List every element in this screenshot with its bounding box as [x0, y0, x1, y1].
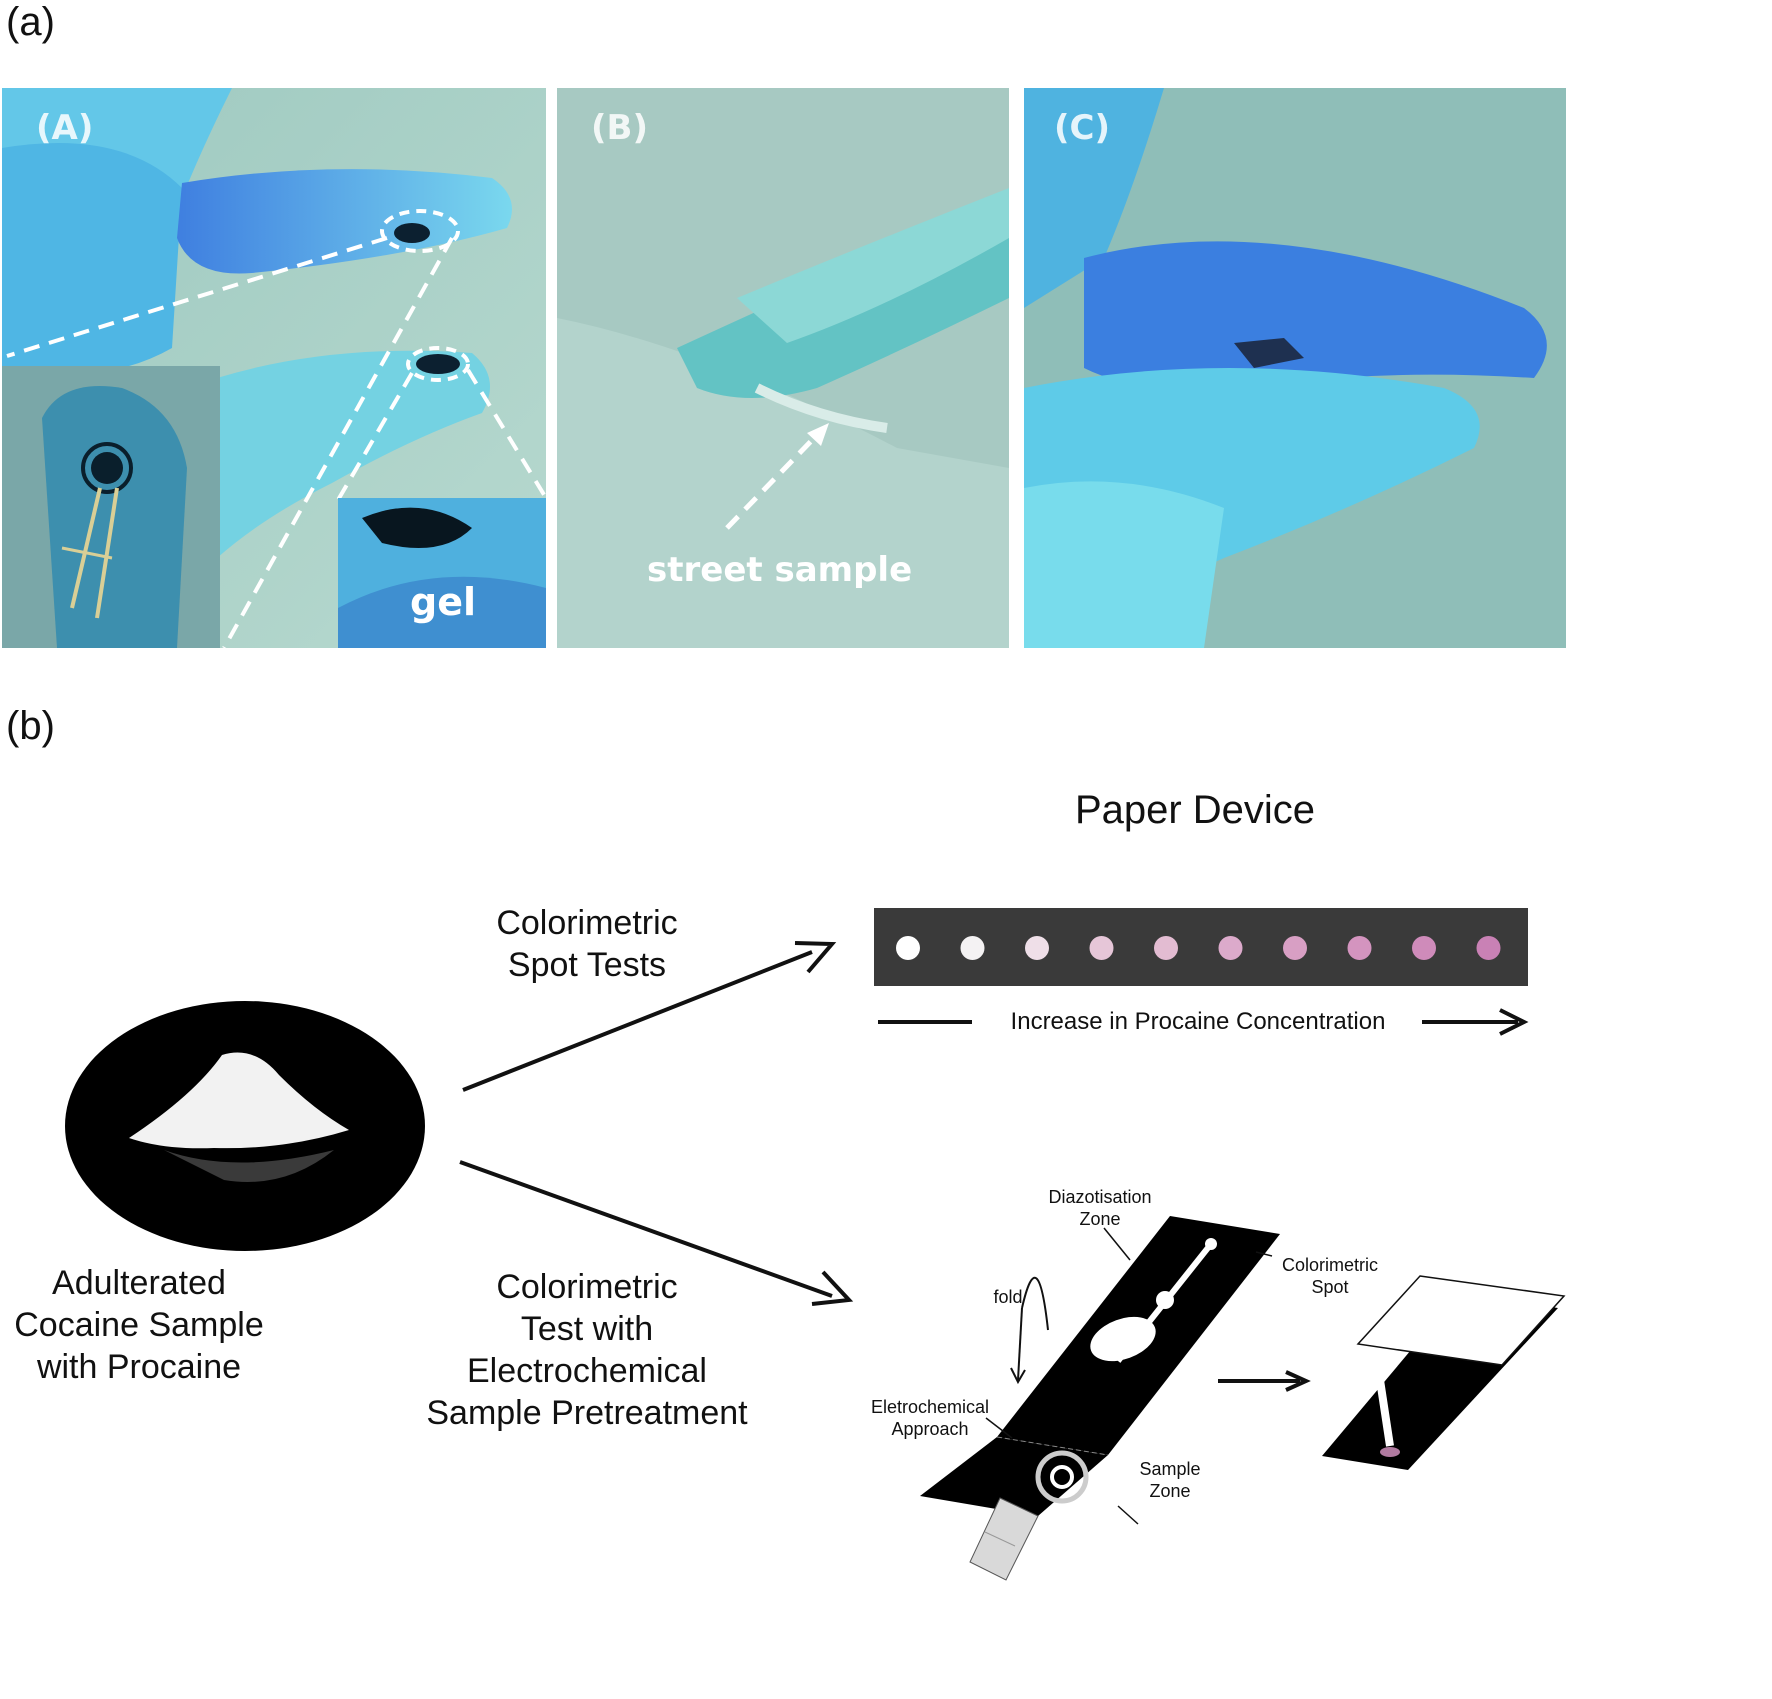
concentration-arrow-head — [1499, 1008, 1529, 1036]
spot-test-dot — [1025, 936, 1049, 960]
arrow-head — [811, 1270, 854, 1306]
photo-b-tag: (B) — [591, 108, 648, 148]
route-bottom-line: Colorimetric — [496, 1268, 678, 1306]
route-bottom-line: Sample Pretreatment — [426, 1394, 748, 1432]
diazotisation-label-line: Zone — [1079, 1209, 1121, 1229]
spot-test-dot — [1283, 936, 1307, 960]
photo-a-illustration — [2, 88, 546, 648]
colorimetric-spot-label-line: Colorimetric — [1281, 1255, 1378, 1275]
paper-device-diagram — [920, 1216, 1566, 1581]
route-bottom-label: Colorimetric Test with Electrochemical S… — [400, 1266, 774, 1434]
spot-test-dot — [1089, 936, 1114, 960]
cocaine-sample-image — [65, 1001, 425, 1251]
spot-test-dot — [1218, 936, 1243, 960]
photo-panel-c: (C) — [1024, 88, 1566, 648]
street-sample-label: street sample — [647, 550, 913, 590]
electrochemical-label-line: Eletrochemical — [870, 1397, 990, 1417]
gel-label: gel — [410, 580, 476, 624]
photo-a-tag: (A) — [36, 108, 94, 148]
device-folded-flap — [1356, 1275, 1566, 1366]
spot-test-dot — [1347, 936, 1372, 960]
electrochemical-approach-label: Eletrochemical Approach — [866, 1396, 994, 1440]
sample-zone-label-line: Zone — [1149, 1481, 1191, 1501]
photo-c-illustration — [1024, 88, 1566, 648]
spot-test-dot — [1476, 936, 1501, 960]
part-b-label: (b) — [6, 704, 55, 748]
sample-label: Adulterated Cocaine Sample with Procaine — [0, 1262, 278, 1388]
route-top-label: Colorimetric Spot Tests — [462, 902, 712, 986]
paper-device-title: Paper Device — [1074, 788, 1316, 832]
device-bottom-sheet — [920, 1437, 1108, 1516]
arrow-head — [794, 941, 837, 974]
colorimetric-spot-label: Colorimetric Spot — [1266, 1254, 1394, 1298]
diazotisation-label-line: Diazotisation — [1048, 1187, 1152, 1207]
colorimetric-spot-label-line: Spot — [1311, 1277, 1349, 1297]
spot-test-strip — [874, 908, 1528, 986]
spot-test-dot — [896, 936, 920, 960]
photo-panel-a: (A) gel — [2, 88, 546, 648]
part-a-label: (a) — [6, 0, 55, 44]
photo-panel-b: (B) street sample — [557, 88, 1009, 648]
sample-zone-label-line: Sample — [1139, 1459, 1201, 1479]
sample-label-line: Adulterated — [52, 1264, 226, 1302]
fold-label: fold — [993, 1287, 1023, 1307]
spot-test-dot — [960, 936, 985, 960]
diazotisation-zone-label: Diazotisation Zone — [1010, 1186, 1190, 1230]
concentration-label: Increase in Procaine Concentration — [1010, 1008, 1386, 1035]
route-bottom-line: Electrochemical — [467, 1352, 707, 1390]
spot-test-dot — [1412, 936, 1436, 960]
photo-c-tag: (C) — [1054, 108, 1111, 148]
photo-b-illustration — [557, 88, 1009, 648]
sample-label-line: with Procaine — [36, 1348, 242, 1386]
sample-zone-label: Sample Zone — [1130, 1458, 1210, 1502]
spot-test-dot — [1154, 936, 1178, 960]
route-top-line: Spot Tests — [507, 946, 667, 984]
route-top-line: Colorimetric — [496, 904, 678, 942]
electrochemical-label-line: Approach — [891, 1419, 969, 1439]
route-bottom-line: Test with — [520, 1310, 654, 1348]
sample-label-line: Cocaine Sample — [14, 1306, 264, 1344]
spot-test-spots — [896, 936, 1501, 960]
